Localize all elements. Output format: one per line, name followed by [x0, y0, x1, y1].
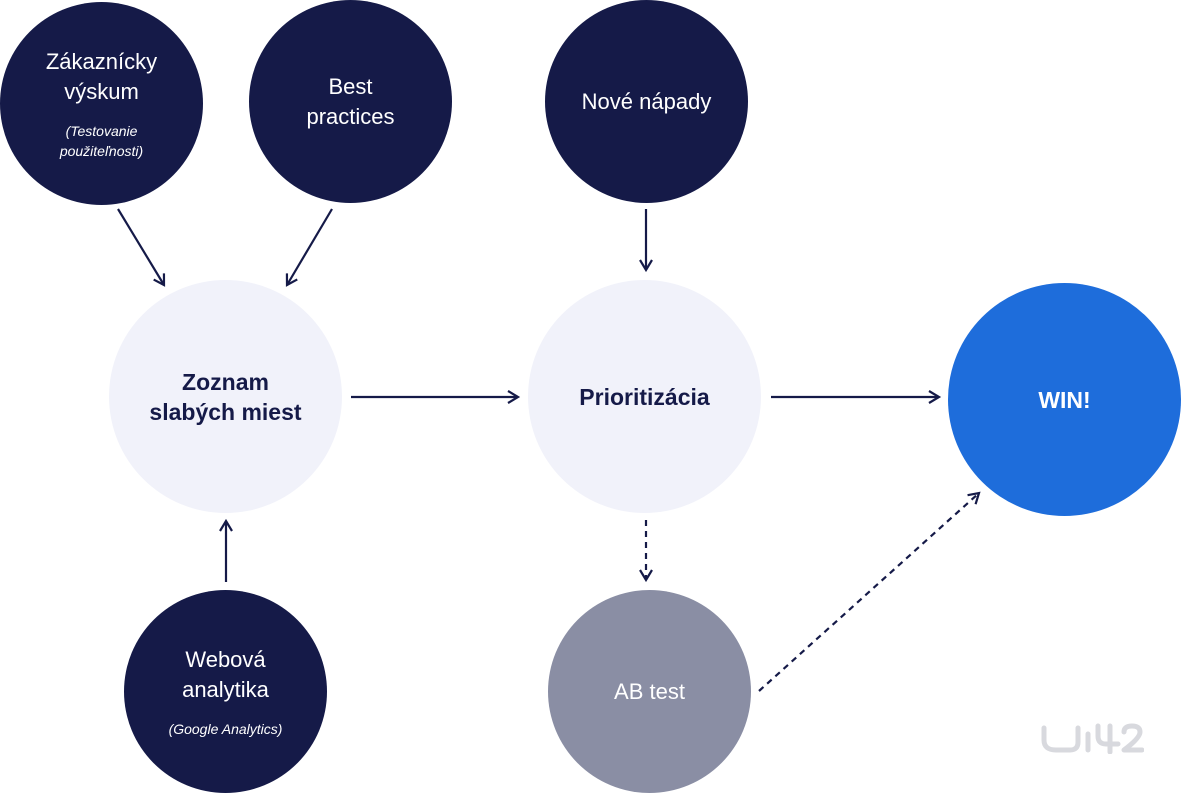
node-web-analytics-title: Webová analytika — [182, 646, 269, 702]
node-best-practices: Best practices — [249, 0, 452, 203]
node-win: WIN! — [948, 283, 1181, 516]
node-customer-research-title: Zákaznícky výskum — [45, 48, 158, 104]
arrow-best-practices-to-weak-points — [285, 208, 333, 287]
node-prioritization-title: Prioritizácia — [579, 383, 710, 410]
node-ab-test-title: AB test — [614, 678, 685, 704]
uiux-logo-icon — [1041, 723, 1144, 754]
node-customer-research-subtitle: (Testovanie použiteľnosti) — [59, 122, 144, 159]
node-web-analytics-subtitle: (Google Analytics) — [168, 720, 283, 737]
node-best-practices-title: Best practices — [306, 73, 395, 129]
dashed-arrow-ab-test-to-win — [758, 491, 981, 692]
node-ab-test: AB test — [548, 590, 751, 793]
node-win-title: WIN! — [1038, 386, 1091, 413]
node-weak-points-title: Zoznam slabých miest — [149, 368, 302, 425]
node-web-analytics: Webová analytika (Google Analytics) — [124, 590, 327, 793]
node-prioritization: Prioritizácia — [528, 280, 761, 513]
arrow-research-to-weak-points — [117, 208, 166, 287]
node-customer-research: Zákaznícky výskum (Testovanie použiteľno… — [0, 2, 203, 205]
node-new-ideas: Nové nápady — [545, 0, 748, 203]
node-weak-points: Zoznam slabých miest — [109, 280, 342, 513]
node-new-ideas-title: Nové nápady — [581, 88, 712, 114]
